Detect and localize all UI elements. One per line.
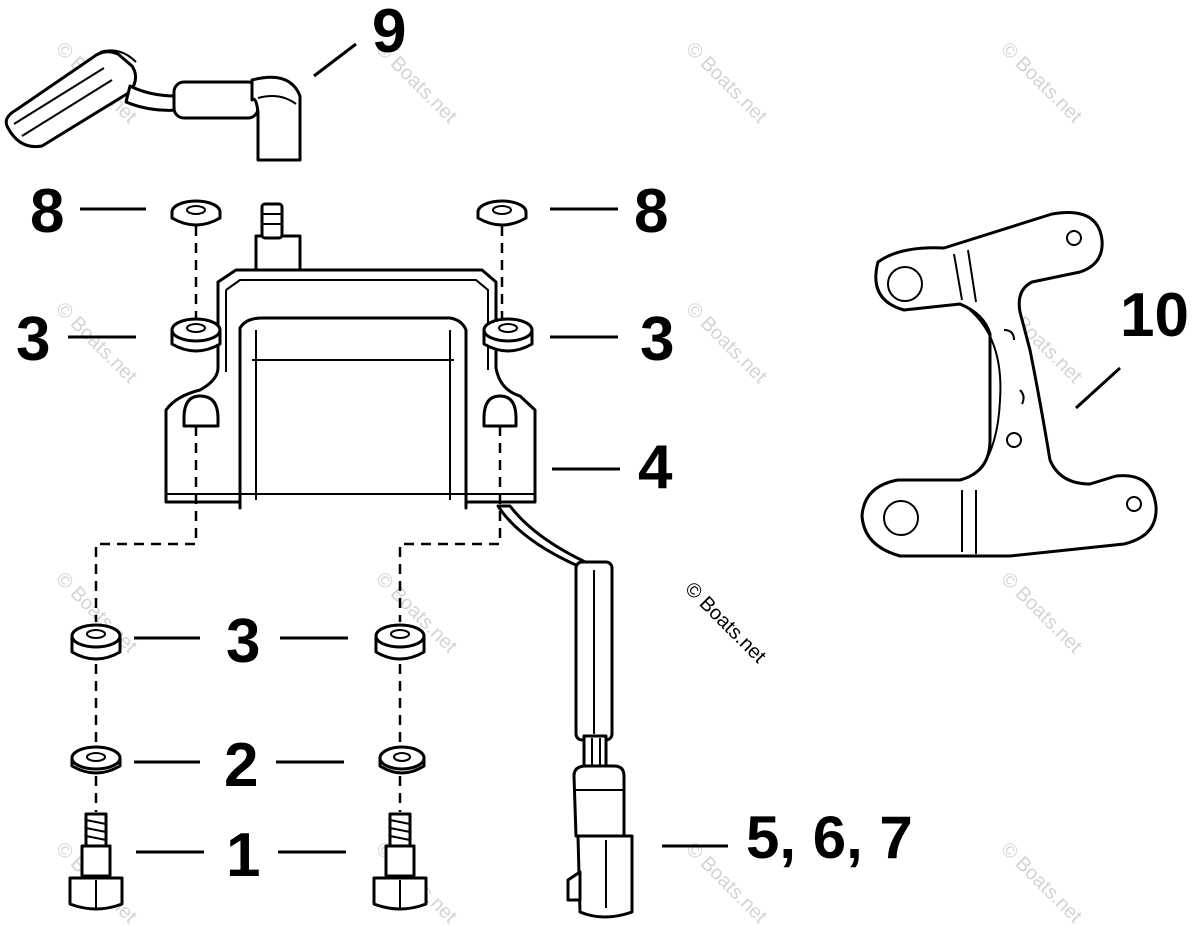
callout-3-upper-left: 3 bbox=[16, 305, 50, 374]
washer-8-left-illustration bbox=[170, 199, 222, 227]
callout-3-lower: 3 bbox=[226, 607, 260, 676]
watermark: © Boats.net bbox=[681, 298, 771, 388]
spacer-3-upper-left-illustration bbox=[170, 317, 222, 353]
watermark: © Boats.net bbox=[996, 38, 1086, 128]
callout-4: 4 bbox=[638, 433, 673, 502]
spacer-3-lower-left-illustration bbox=[70, 623, 122, 661]
screw-1-right-illustration bbox=[372, 812, 428, 911]
callout-8-right: 8 bbox=[634, 177, 668, 246]
washer-2-left-illustration bbox=[70, 745, 122, 775]
callout-3-upper-right: 3 bbox=[640, 305, 674, 374]
callout-8-left: 8 bbox=[30, 177, 64, 246]
callout-5-6-7: 5, 6, 7 bbox=[746, 804, 913, 871]
mounting-bracket-illustration bbox=[860, 211, 1158, 558]
assembly-dashed-lines bbox=[94, 226, 504, 812]
callout-labels: 9 8 8 3 3 4 10 3 2 1 5, 6, 7 bbox=[16, 0, 1189, 890]
electrical-connector-illustration bbox=[566, 764, 634, 919]
spacer-3-upper-right-illustration bbox=[482, 317, 534, 353]
washer-2-right-illustration bbox=[378, 745, 426, 775]
watermark: © Boats.net bbox=[51, 298, 141, 388]
watermark: © Boats.net bbox=[996, 838, 1086, 927]
wire-harness-illustration bbox=[496, 504, 614, 776]
callout-1: 1 bbox=[226, 821, 260, 890]
callout-2: 2 bbox=[224, 731, 258, 800]
leader-lines bbox=[68, 42, 1122, 854]
spark-plug-lead-illustration bbox=[4, 49, 302, 162]
callout-9: 9 bbox=[372, 0, 406, 66]
ignition-coil-illustration bbox=[164, 202, 537, 510]
watermark-dark: © Boats.net bbox=[680, 578, 770, 668]
watermark: © Boats.net bbox=[681, 38, 771, 128]
spacer-3-lower-right-illustration bbox=[374, 623, 426, 661]
watermark: © Boats.net bbox=[996, 568, 1086, 658]
washer-8-right-illustration bbox=[476, 199, 528, 227]
screw-1-left-illustration bbox=[68, 812, 124, 911]
callout-10: 10 bbox=[1120, 281, 1189, 350]
